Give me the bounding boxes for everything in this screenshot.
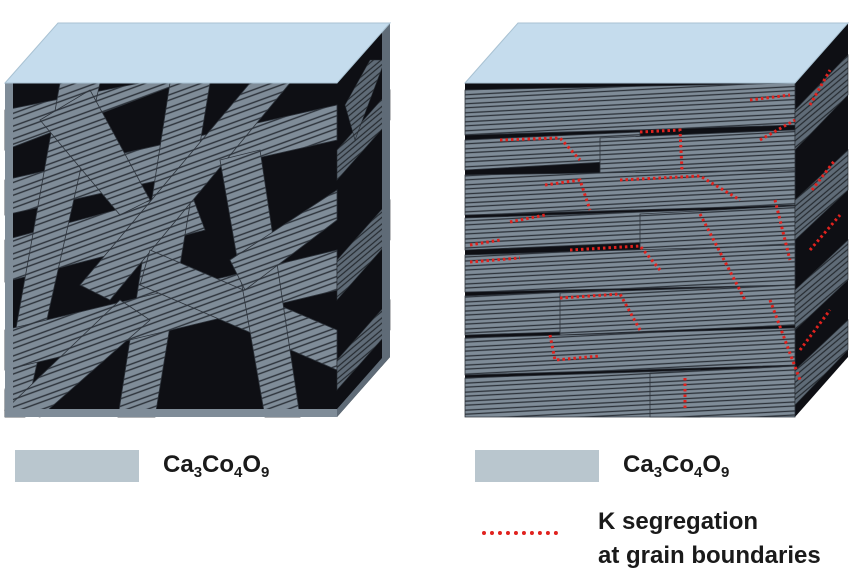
- legend-segregation-line1: K segregation: [598, 508, 759, 535]
- legend-right-swatch: [475, 450, 599, 482]
- legend-segregation-line2: at grain boundaries: [598, 542, 821, 569]
- left-cube: [3, 22, 392, 418]
- right-side-stack: [794, 54, 849, 406]
- right-cube: [463, 22, 850, 418]
- k-segregation-boundaries: [469, 69, 842, 410]
- left-frame-bottom: [5, 409, 337, 417]
- legend-segregation-line: [482, 531, 558, 535]
- left-frame-left: [5, 83, 13, 417]
- left-frame-side-bottom: [337, 357, 390, 417]
- legend-left-swatch: [15, 450, 139, 482]
- right-cube-top: [463, 22, 850, 84]
- left-grain-web: [4, 82, 338, 418]
- legend-right-label: Ca3Co4O9: [623, 451, 730, 481]
- legend-left-label: Ca3Co4O9: [163, 451, 270, 481]
- left-cube-top: [3, 22, 392, 84]
- right-grain-stack: [464, 82, 796, 418]
- left-frame-side-edge: [382, 23, 390, 365]
